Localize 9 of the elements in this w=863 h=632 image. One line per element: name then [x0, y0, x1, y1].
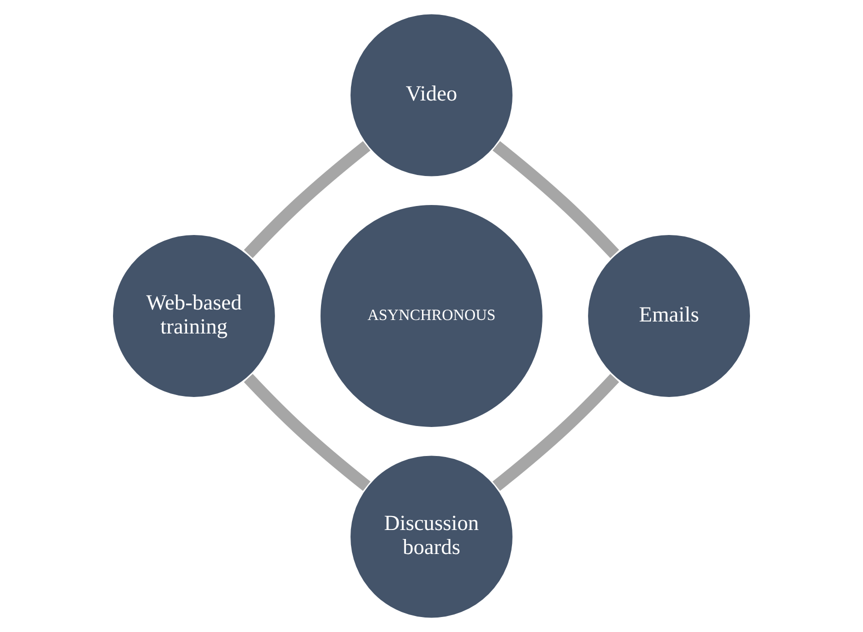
connector [244, 141, 370, 258]
node-circle: Web-based training [110, 232, 278, 400]
connector [492, 374, 620, 491]
node-circle: Emails [586, 232, 752, 400]
node-circle: Discussion boards [348, 453, 515, 620]
node-circle: Video [348, 12, 515, 179]
connector [492, 141, 620, 258]
node-circle: ASYNCHRONOUS [318, 202, 545, 430]
connector [244, 374, 370, 491]
